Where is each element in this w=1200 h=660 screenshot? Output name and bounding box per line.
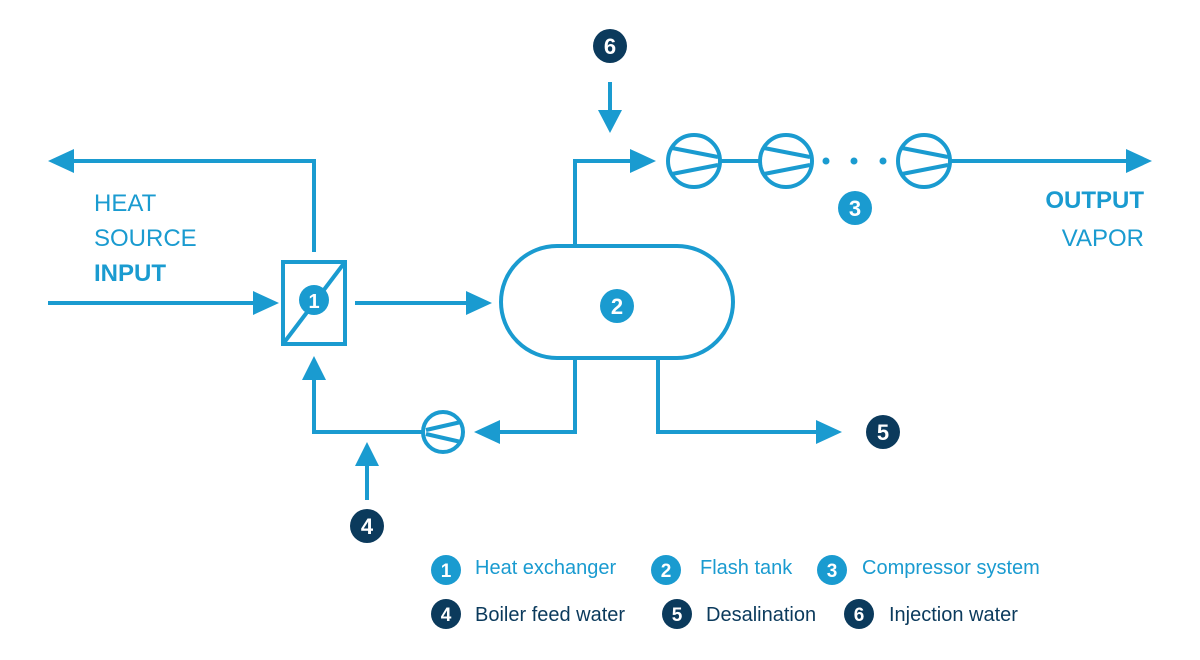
svg-text:1: 1 <box>308 291 319 313</box>
legend-label: Flash tank <box>700 557 793 579</box>
badge-injection-water: 6 <box>593 29 627 63</box>
svg-text:3: 3 <box>827 561 838 582</box>
heat-source-line1: HEAT <box>94 190 157 217</box>
legend-label: Desalination <box>706 604 816 626</box>
arrowhead-icon <box>1126 149 1152 173</box>
legend-item-desalination: 5 Desalination <box>662 599 816 629</box>
badge-desalination: 5 <box>866 415 900 449</box>
badge-compressor-system: 3 <box>838 191 872 225</box>
pump-to-exchanger-line <box>312 372 423 434</box>
compressor-icon <box>666 133 722 189</box>
svg-text:6: 6 <box>604 34 616 59</box>
heat-source-input-label: HEAT SOURCE INPUT <box>94 190 197 287</box>
arrowhead-icon <box>466 291 492 315</box>
legend-item-injection-water: 6 Injection water <box>844 599 1018 629</box>
arrowhead-icon <box>630 149 656 173</box>
svg-text:6: 6 <box>854 605 865 626</box>
arrowhead-icon <box>48 149 74 173</box>
svg-text:2: 2 <box>611 294 623 319</box>
tank-to-desalination-line <box>656 358 826 434</box>
badge-boiler-feed-water: 4 <box>350 509 384 543</box>
badge-flash-tank: 2 <box>600 289 634 323</box>
legend-item-compressor-system: 3 Compressor system <box>817 555 1040 585</box>
legend: 1 Heat exchanger 2 Flash tank 3 Compress… <box>431 555 1040 629</box>
svg-text:5: 5 <box>877 420 889 445</box>
arrowhead-icon <box>302 356 326 380</box>
svg-text:2: 2 <box>661 561 672 582</box>
legend-item-heat-exchanger: 1 Heat exchanger <box>431 555 617 585</box>
arrowhead-icon <box>816 420 842 444</box>
arrowhead-icon <box>598 110 622 133</box>
compressor-icon <box>758 133 814 189</box>
svg-text:3: 3 <box>849 196 861 221</box>
legend-item-boiler-feed-water: 4 Boiler feed water <box>431 599 625 629</box>
tank-to-compressor-line <box>573 159 640 246</box>
badge-heat-exchanger: 1 <box>299 285 329 315</box>
legend-label: Injection water <box>889 604 1018 626</box>
svg-text:5: 5 <box>672 605 683 626</box>
svg-text:1: 1 <box>441 561 452 582</box>
ellipsis-icon <box>822 157 887 165</box>
compressor-system <box>666 133 952 189</box>
legend-label: Heat exchanger <box>475 557 617 579</box>
arrowhead-icon <box>355 442 379 466</box>
legend-label: Boiler feed water <box>475 604 625 626</box>
heat-source-line3: INPUT <box>94 260 166 287</box>
svg-text:4: 4 <box>361 514 374 539</box>
arrowhead-icon <box>253 291 279 315</box>
legend-item-flash-tank: 2 Flash tank <box>651 555 793 585</box>
output-vapor-label: OUTPUT VAPOR <box>1045 187 1144 252</box>
arrowhead-icon <box>474 420 500 444</box>
legend-label: Compressor system <box>862 557 1040 579</box>
heat-source-line2: SOURCE <box>94 225 197 252</box>
compressor-icon <box>896 133 952 189</box>
svg-text:4: 4 <box>441 605 452 626</box>
heat-return-flow-line <box>60 159 316 252</box>
tank-to-pump-line <box>490 358 577 434</box>
output-line1: OUTPUT <box>1045 187 1144 214</box>
pump-icon <box>421 410 465 454</box>
output-line2: VAPOR <box>1062 225 1144 252</box>
